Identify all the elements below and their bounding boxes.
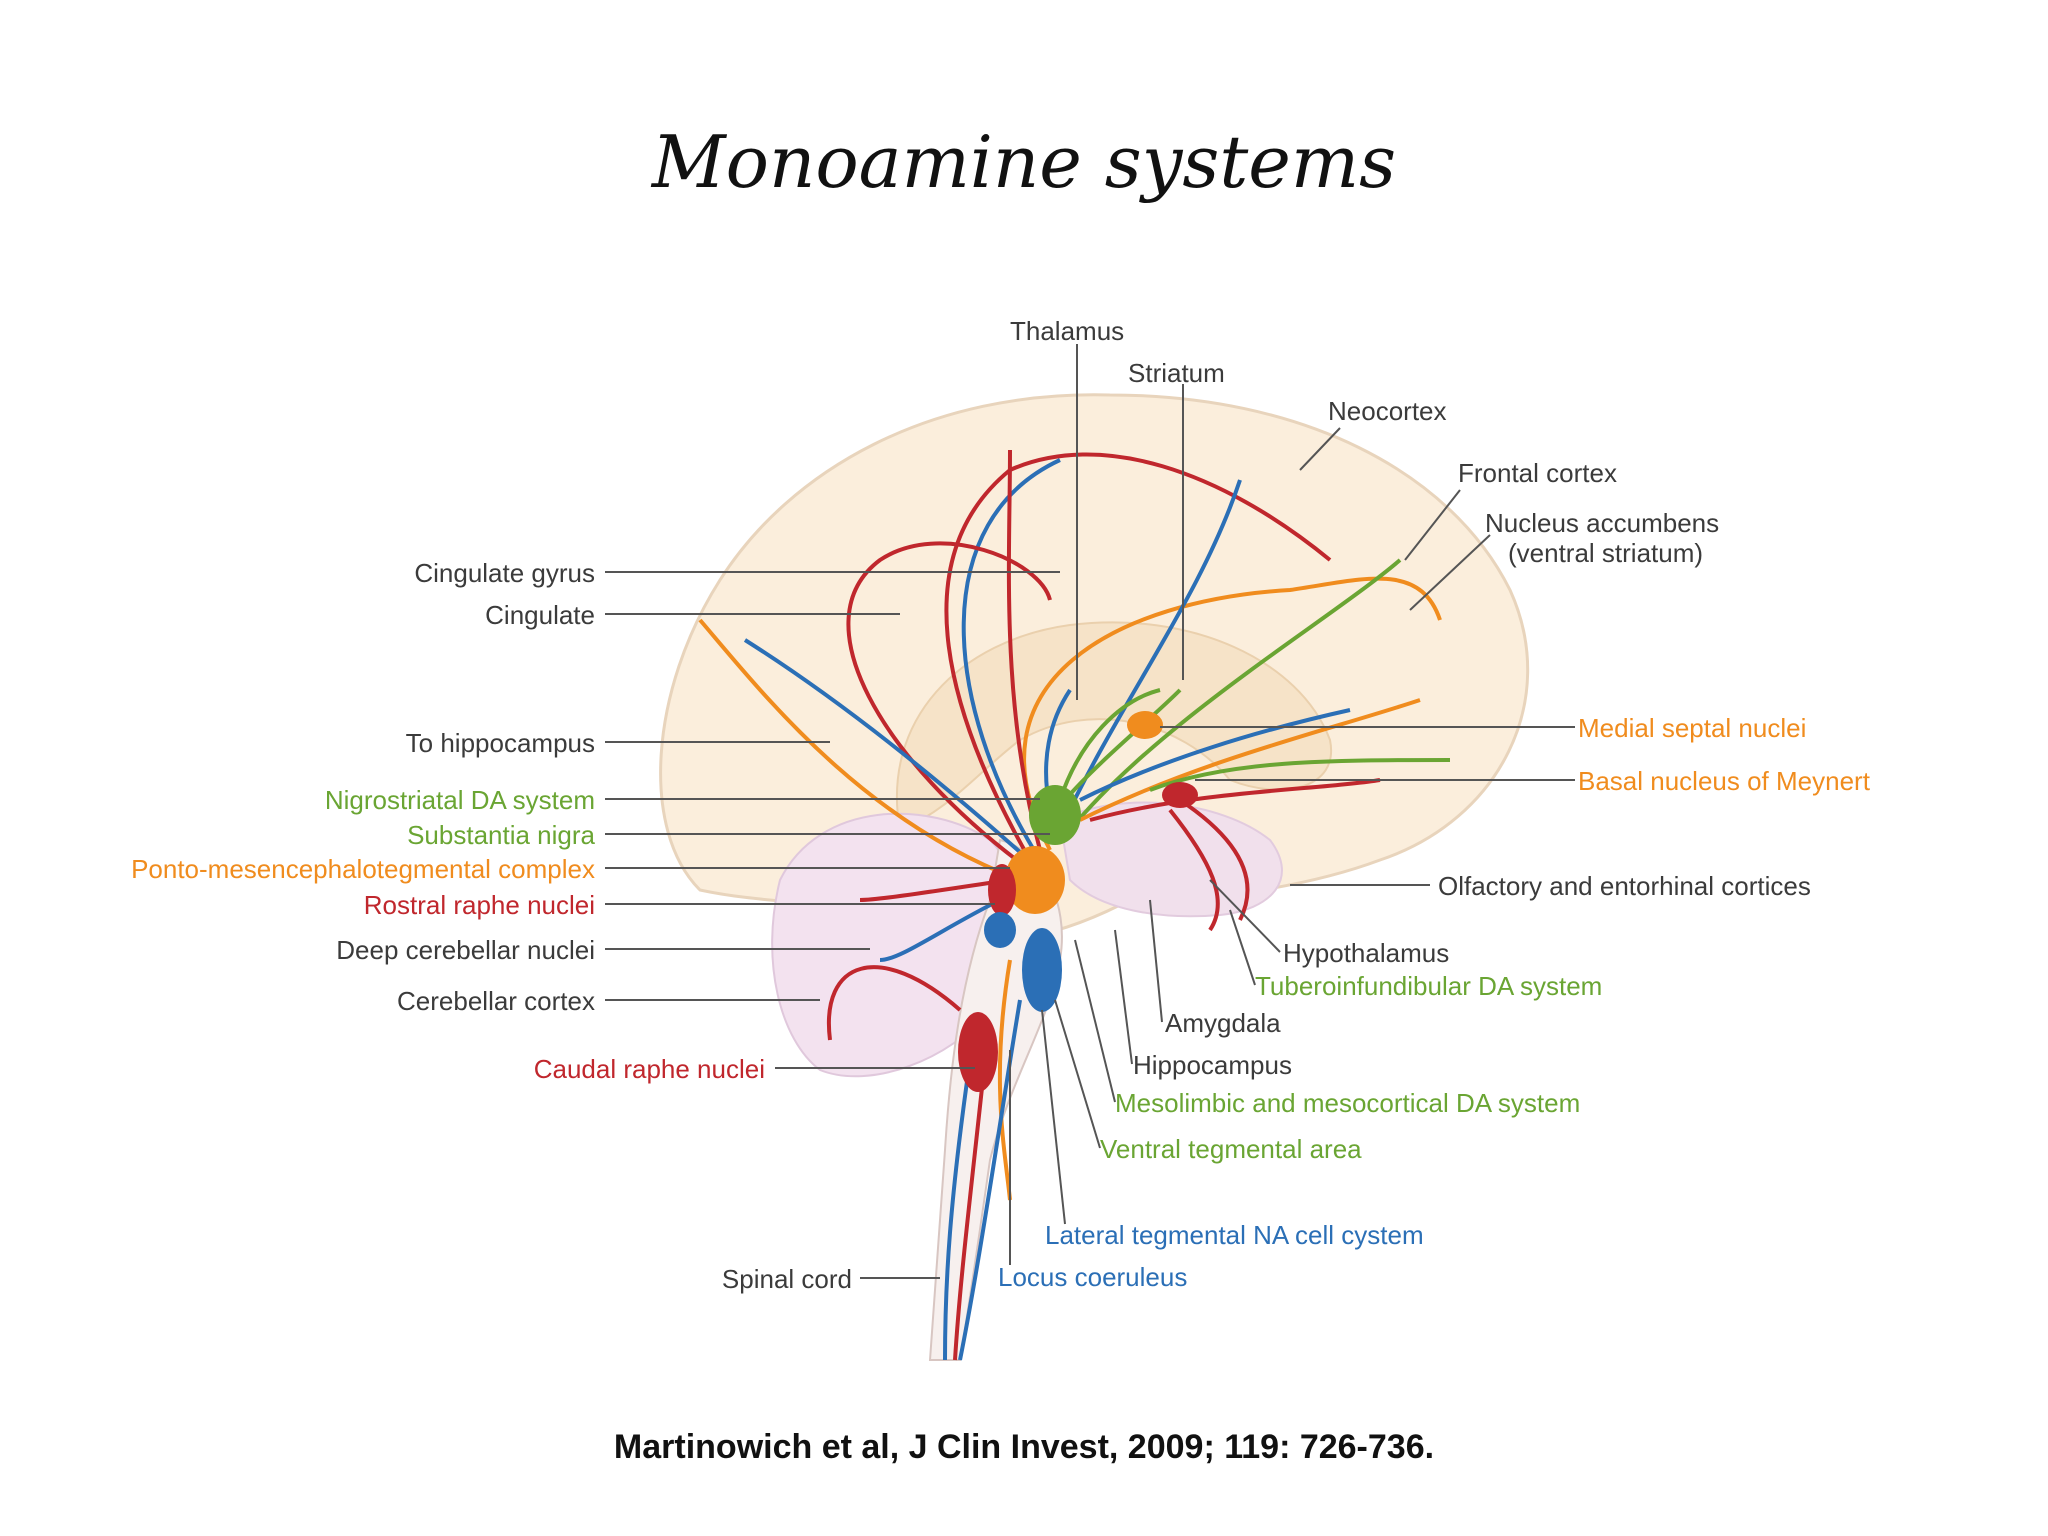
label-tuberoinfundibular: Tuberoinfundibular DA system xyxy=(1255,971,1602,1001)
label-ponto-complex: Ponto-mesencephalotegmental complex xyxy=(131,854,595,884)
label-frontal-cortex: Frontal cortex xyxy=(1458,458,1617,488)
label-ventral-tegmental: Ventral tegmental area xyxy=(1100,1134,1362,1164)
label-lateral-tegmental: Lateral tegmental NA cell cystem xyxy=(1045,1220,1424,1250)
label-nucleus-accumbens: Nucleus accumbens xyxy=(1485,508,1719,538)
label-amygdala: Amygdala xyxy=(1165,1008,1281,1038)
label-hippocampus: Hippocampus xyxy=(1133,1050,1292,1080)
label-cerebellar-cortex: Cerebellar cortex xyxy=(397,986,595,1016)
label-cingulate: Cingulate xyxy=(485,600,595,630)
label-medial-septal: Medial septal nuclei xyxy=(1578,713,1806,743)
label-neocortex: Neocortex xyxy=(1328,396,1447,426)
deep-blue-nucleus xyxy=(984,912,1016,948)
label-olfactory: Olfactory and entorhinal cortices xyxy=(1438,871,1811,901)
slide-title: Monoamine systems xyxy=(651,120,1397,204)
label-locus-coeruleus: Locus coeruleus xyxy=(998,1262,1187,1292)
label-hypothalamus: Hypothalamus xyxy=(1283,938,1449,968)
projection-fibers xyxy=(698,449,1451,1361)
label-cingulate-gyrus: Cingulate gyrus xyxy=(414,558,595,588)
citation: Martinowich et al, J Clin Invest, 2009; … xyxy=(613,1428,1435,1466)
label-substantia-nigra: Substantia nigra xyxy=(407,820,595,850)
label-caudal-raphe: Caudal raphe nuclei xyxy=(534,1054,765,1084)
label-striatum: Striatum xyxy=(1128,358,1225,388)
leader-lines xyxy=(605,344,1575,1279)
substantia-nigra-nucleus xyxy=(1029,785,1081,845)
label-basal-nucleus: Basal nucleus of Meynert xyxy=(1578,766,1871,796)
label-spinal-cord: Spinal cord xyxy=(722,1264,852,1294)
label-thalamus: Thalamus xyxy=(1010,316,1124,346)
label-deep-cerebellar: Deep cerebellar nuclei xyxy=(336,935,595,965)
medial-septal-nucleus xyxy=(1127,711,1163,739)
caudal-raphe-nucleus xyxy=(958,1012,998,1092)
label-ventral-striatum: (ventral striatum) xyxy=(1508,538,1703,568)
locus-coeruleus-nucleus xyxy=(1022,928,1062,1012)
label-mesolimbic: Mesolimbic and mesocortical DA system xyxy=(1115,1088,1580,1118)
basal-nucleus-meynert xyxy=(1162,782,1198,808)
ponto-complex-nucleus xyxy=(1005,846,1065,914)
rostral-raphe-nucleus xyxy=(988,864,1016,916)
label-rostral-raphe: Rostral raphe nuclei xyxy=(364,890,595,920)
label-nigrostriatal: Nigrostriatal DA system xyxy=(325,785,595,815)
label-to-hippocampus: To hippocampus xyxy=(406,728,595,758)
limbic-region xyxy=(1058,801,1283,918)
